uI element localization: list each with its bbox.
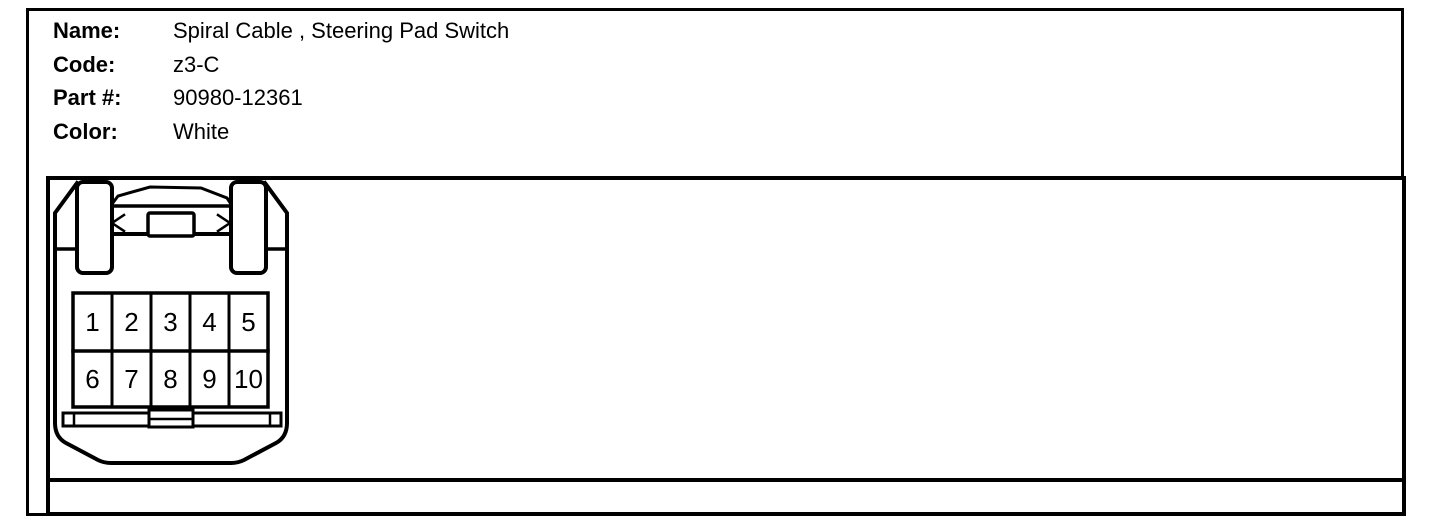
field-value-name: Spiral Cable , Steering Pad Switch bbox=[173, 18, 510, 43]
pin-number-4: 4 bbox=[202, 307, 216, 337]
pin-number-7: 7 bbox=[124, 364, 138, 394]
latch-roof-outline bbox=[109, 185, 234, 207]
pin-number-3: 3 bbox=[163, 307, 177, 337]
connector-face-diagram: 1 2 3 4 5 6 7 8 9 10 bbox=[53, 180, 289, 465]
pin-number-10: 10 bbox=[234, 364, 263, 394]
pin-number-6: 6 bbox=[85, 364, 99, 394]
field-label-code: Code: bbox=[53, 51, 116, 77]
pin-number-8: 8 bbox=[163, 364, 177, 394]
connector-diagram-box bbox=[46, 176, 1406, 482]
latch-tab bbox=[146, 211, 196, 238]
field-value-code: z3-C bbox=[173, 51, 220, 77]
field-row-color: Color: White bbox=[53, 118, 753, 154]
pin-number-2: 2 bbox=[124, 307, 138, 337]
pin-grid-col-dividers bbox=[110, 291, 231, 409]
connector-info-panel: Name: Spiral Cable , Steering Pad Switch… bbox=[53, 19, 753, 153]
pin-number-9: 9 bbox=[202, 364, 216, 394]
field-value-color: White bbox=[173, 118, 230, 144]
field-label-name: Name: bbox=[53, 18, 121, 43]
field-label-color: Color: bbox=[53, 118, 118, 144]
bottom-strip bbox=[46, 482, 1406, 516]
field-row-part-number: Part #: 90980-12361 bbox=[53, 86, 753, 120]
field-row-name: Name: Spiral Cable , Steering Pad Switch bbox=[53, 19, 753, 53]
field-value-part-number: 90980-12361 bbox=[173, 85, 303, 110]
lock-rail-right bbox=[229, 180, 268, 275]
lock-rail-left bbox=[75, 180, 114, 275]
connector-housing-outline bbox=[53, 180, 289, 465]
field-row-code: Code: z3-C bbox=[53, 51, 753, 87]
field-label-part-number: Part #: bbox=[53, 85, 122, 110]
pin-number-5: 5 bbox=[241, 307, 255, 337]
pin-number-1: 1 bbox=[85, 307, 99, 337]
latch-chevron-right bbox=[216, 213, 233, 233]
